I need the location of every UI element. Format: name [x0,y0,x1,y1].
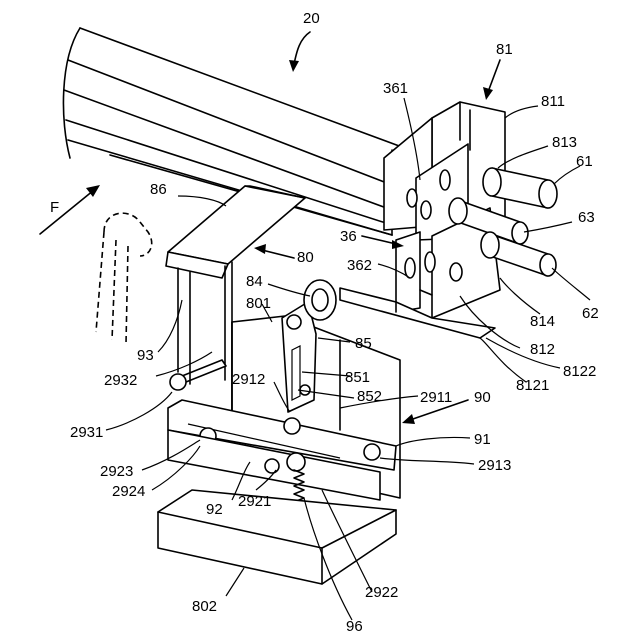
label-802: 802 [192,598,217,615]
label-851: 851 [345,369,370,386]
label-852: 852 [357,388,382,405]
label-811: 811 [541,93,565,110]
label-96: 96 [346,618,363,635]
label-2911: 2911 [420,389,452,406]
label-2913: 2913 [478,457,511,474]
label-36: 36 [340,228,357,245]
label-2921: 2921 [238,493,271,510]
ghost-position [96,213,152,344]
label-84: 84 [246,273,263,290]
label-92: 92 [206,501,223,518]
label-362: 362 [347,257,372,274]
label-2924: 2924 [112,483,145,500]
arrow-F [40,185,100,234]
label-91: 91 [474,431,491,448]
label-801: 801 [246,295,271,312]
label-8121: 8121 [516,377,549,394]
label-81: 81 [496,41,513,58]
rod-93 [170,268,226,390]
label-812: 812 [530,341,555,358]
arrow-80 [254,244,294,258]
label-86: 86 [150,181,167,198]
label-90: 90 [474,389,491,406]
label-2931: 2931 [70,424,103,441]
label-8122: 8122 [563,363,596,380]
label-85: 85 [355,335,372,352]
arrow-81 [483,60,500,100]
label-62: 62 [582,305,599,322]
label-361: 361 [383,80,408,97]
arrow-20 [289,32,310,72]
label-F: F [50,199,59,216]
base-802 [158,490,396,584]
label-61: 61 [576,153,593,170]
label-2932: 2932 [104,372,137,389]
label-2912: 2912 [232,371,265,388]
label-2923: 2923 [100,463,133,480]
label-93: 93 [137,347,154,364]
label-20: 20 [303,10,320,27]
label-814: 814 [530,313,555,330]
label-813: 813 [552,134,577,151]
label-63: 63 [578,209,595,226]
label-2922: 2922 [365,584,398,601]
label-80: 80 [297,249,314,266]
